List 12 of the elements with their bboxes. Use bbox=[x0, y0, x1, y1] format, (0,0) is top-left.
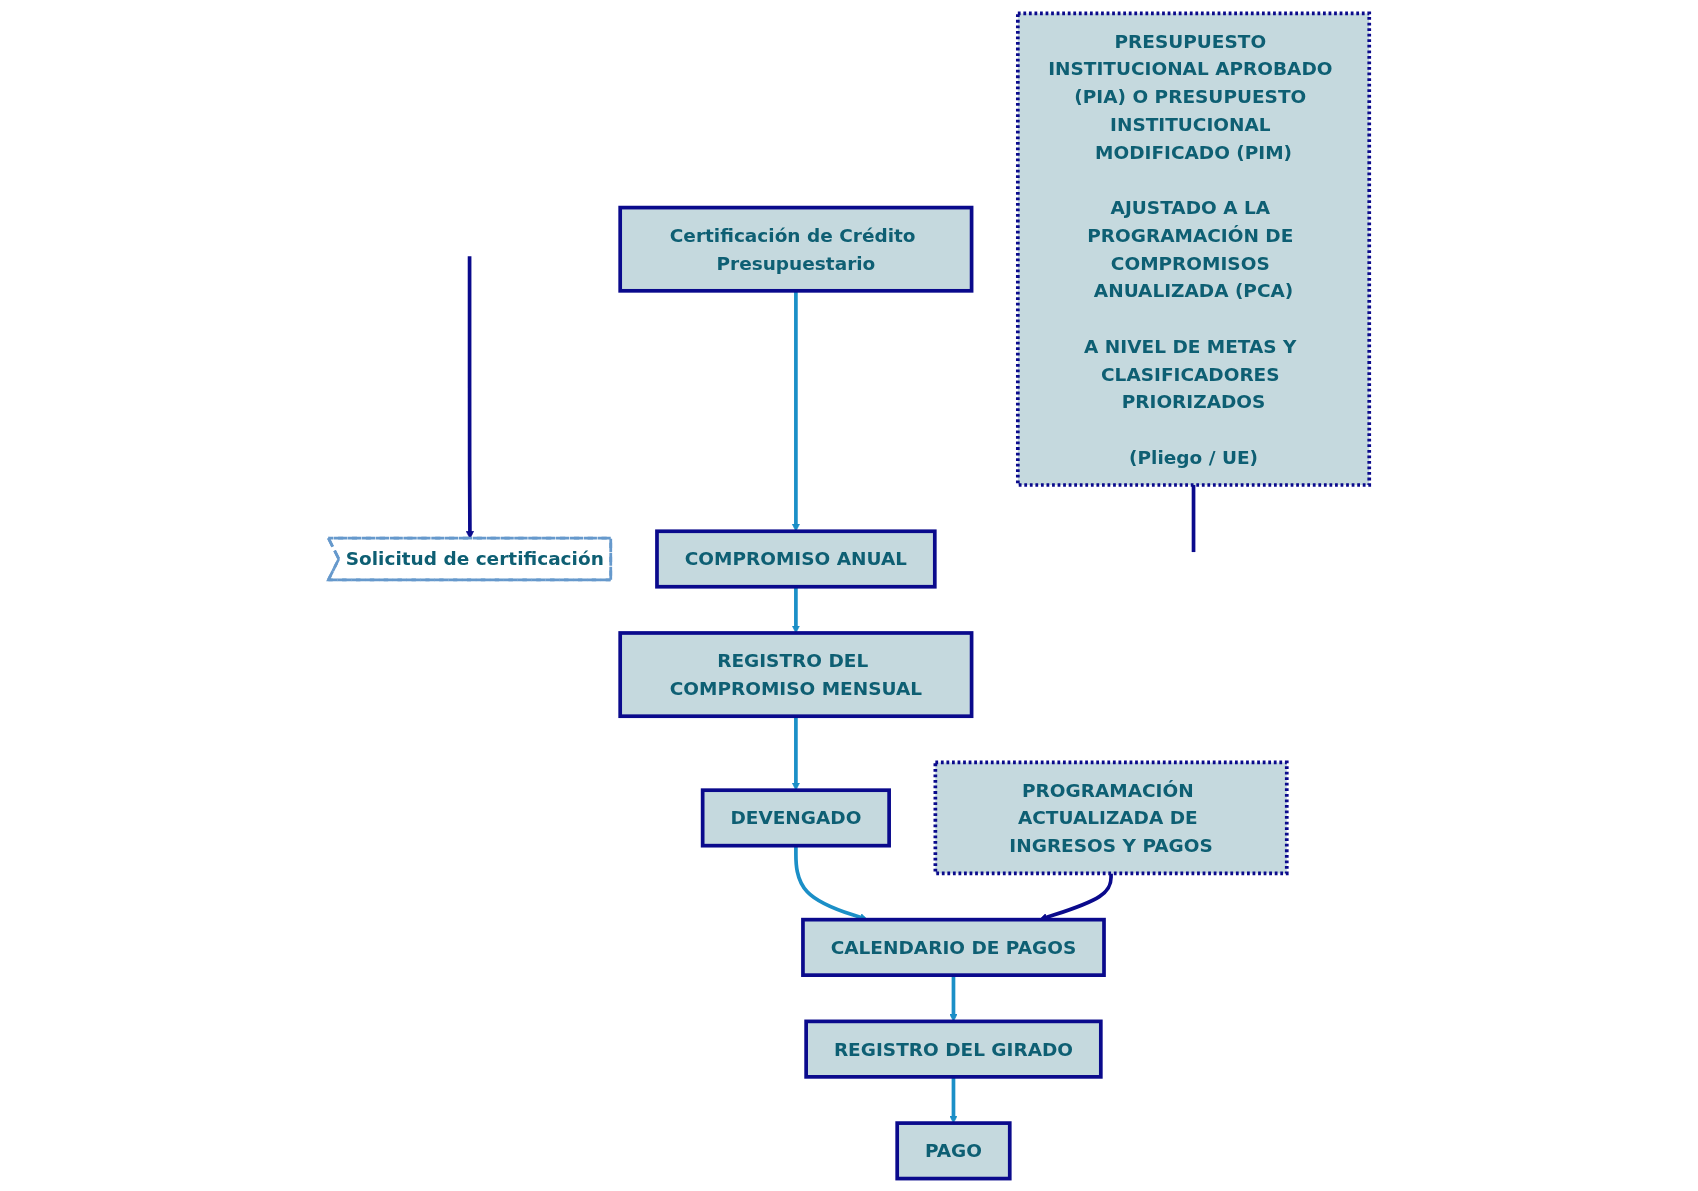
node-box: PRESUPUESTO INSTITUCIONAL APROBADO (PIA) O PRESUPUESTO INSTITUCIONAL MODIFICADO (PIM) AJUSTADO A LA PROGRAMACIÓN DE COMPROMISOS ANUALIZADA (PCA) A NIVEL DE METAS Y CLASIFICADORES PRIORIZADOS (Pliego / UE) bbox=[1016, 11, 1372, 487]
connector bbox=[1191, 484, 1196, 552]
node-box: PAGO bbox=[895, 1120, 1012, 1180]
node-box: PROGRAMACIÓN ACTUALIZADA DE INGRESOS Y PAGOS bbox=[933, 760, 1289, 875]
arrow bbox=[949, 1076, 958, 1123]
node-box: Certificación de Crédito Presupuestario bbox=[618, 205, 974, 293]
node-box: REGISTRO DEL COMPROMISO MENSUAL bbox=[618, 630, 974, 718]
arrow bbox=[792, 586, 801, 633]
node-box: CALENDARIO DE PAGOS bbox=[801, 917, 1106, 977]
node-box: COMPROMISO ANUAL bbox=[655, 528, 937, 589]
node-box: DEVENGADO bbox=[701, 787, 892, 848]
node-box: REGISTRO DEL GIRADO bbox=[804, 1019, 1103, 1079]
